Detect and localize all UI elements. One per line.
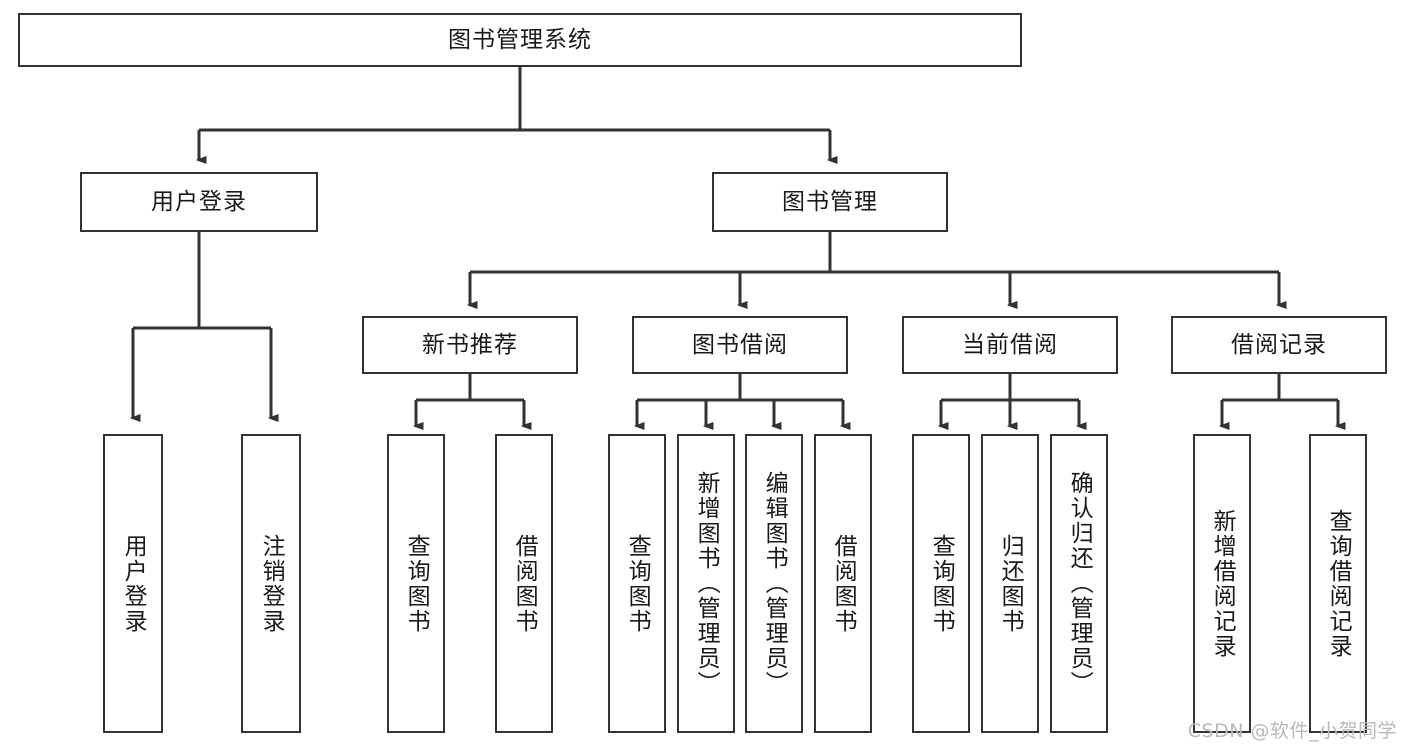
node-current-borrow-label: 当前借阅 bbox=[962, 331, 1058, 358]
node-confirm-return-admin[interactable]: 确认归还（管理员） bbox=[1050, 434, 1108, 733]
node-user-login-leaf-label: 用户登录 bbox=[120, 533, 147, 634]
node-edit-book-admin[interactable]: 编辑图书（管理员） bbox=[745, 434, 803, 733]
node-query-book-a-label: 查询图书 bbox=[403, 533, 430, 634]
node-edit-book-admin-label: 编辑图书（管理员） bbox=[761, 471, 788, 696]
node-query-book-b-label: 查询图书 bbox=[624, 533, 651, 634]
node-borrow-book-b[interactable]: 借阅图书 bbox=[814, 434, 872, 733]
node-confirm-return-admin-label: 确认归还（管理员） bbox=[1066, 471, 1093, 696]
node-logout-leaf[interactable]: 注销登录 bbox=[241, 434, 301, 733]
node-borrow-book-a[interactable]: 借阅图书 bbox=[495, 434, 553, 733]
node-query-book-c-label: 查询图书 bbox=[928, 533, 955, 634]
node-new-book-recommend-label: 新书推荐 bbox=[422, 331, 518, 358]
node-borrow-book-a-label: 借阅图书 bbox=[511, 533, 538, 634]
node-user-login-label: 用户登录 bbox=[151, 188, 247, 215]
node-book-manage-label: 图书管理 bbox=[782, 188, 878, 215]
node-book-borrow-label: 图书借阅 bbox=[692, 331, 788, 358]
node-user-login[interactable]: 用户登录 bbox=[80, 172, 318, 232]
node-add-book-admin[interactable]: 新增图书（管理员） bbox=[677, 434, 735, 733]
node-query-borrow-record[interactable]: 查询借阅记录 bbox=[1309, 434, 1367, 733]
node-add-book-admin-label: 新增图书（管理员） bbox=[693, 471, 720, 696]
node-add-borrow-record-label: 新增借阅记录 bbox=[1209, 508, 1236, 659]
node-add-borrow-record[interactable]: 新增借阅记录 bbox=[1193, 434, 1251, 733]
node-borrow-record[interactable]: 借阅记录 bbox=[1171, 316, 1387, 374]
node-query-borrow-record-label: 查询借阅记录 bbox=[1325, 508, 1352, 659]
node-user-login-leaf[interactable]: 用户登录 bbox=[103, 434, 163, 733]
node-root[interactable]: 图书管理系统 bbox=[18, 13, 1022, 67]
node-borrow-record-label: 借阅记录 bbox=[1231, 331, 1327, 358]
node-borrow-book-b-label: 借阅图书 bbox=[830, 533, 857, 634]
node-query-book-a[interactable]: 查询图书 bbox=[387, 434, 445, 733]
node-book-borrow[interactable]: 图书借阅 bbox=[632, 316, 848, 374]
node-logout-leaf-label: 注销登录 bbox=[258, 533, 285, 634]
node-current-borrow[interactable]: 当前借阅 bbox=[902, 316, 1118, 374]
node-new-book-recommend[interactable]: 新书推荐 bbox=[362, 316, 578, 374]
node-book-manage[interactable]: 图书管理 bbox=[712, 172, 948, 232]
node-query-book-c[interactable]: 查询图书 bbox=[912, 434, 970, 733]
node-return-book[interactable]: 归还图书 bbox=[981, 434, 1039, 733]
node-root-label: 图书管理系统 bbox=[448, 26, 592, 53]
node-query-book-b[interactable]: 查询图书 bbox=[608, 434, 666, 733]
node-return-book-label: 归还图书 bbox=[997, 533, 1024, 634]
